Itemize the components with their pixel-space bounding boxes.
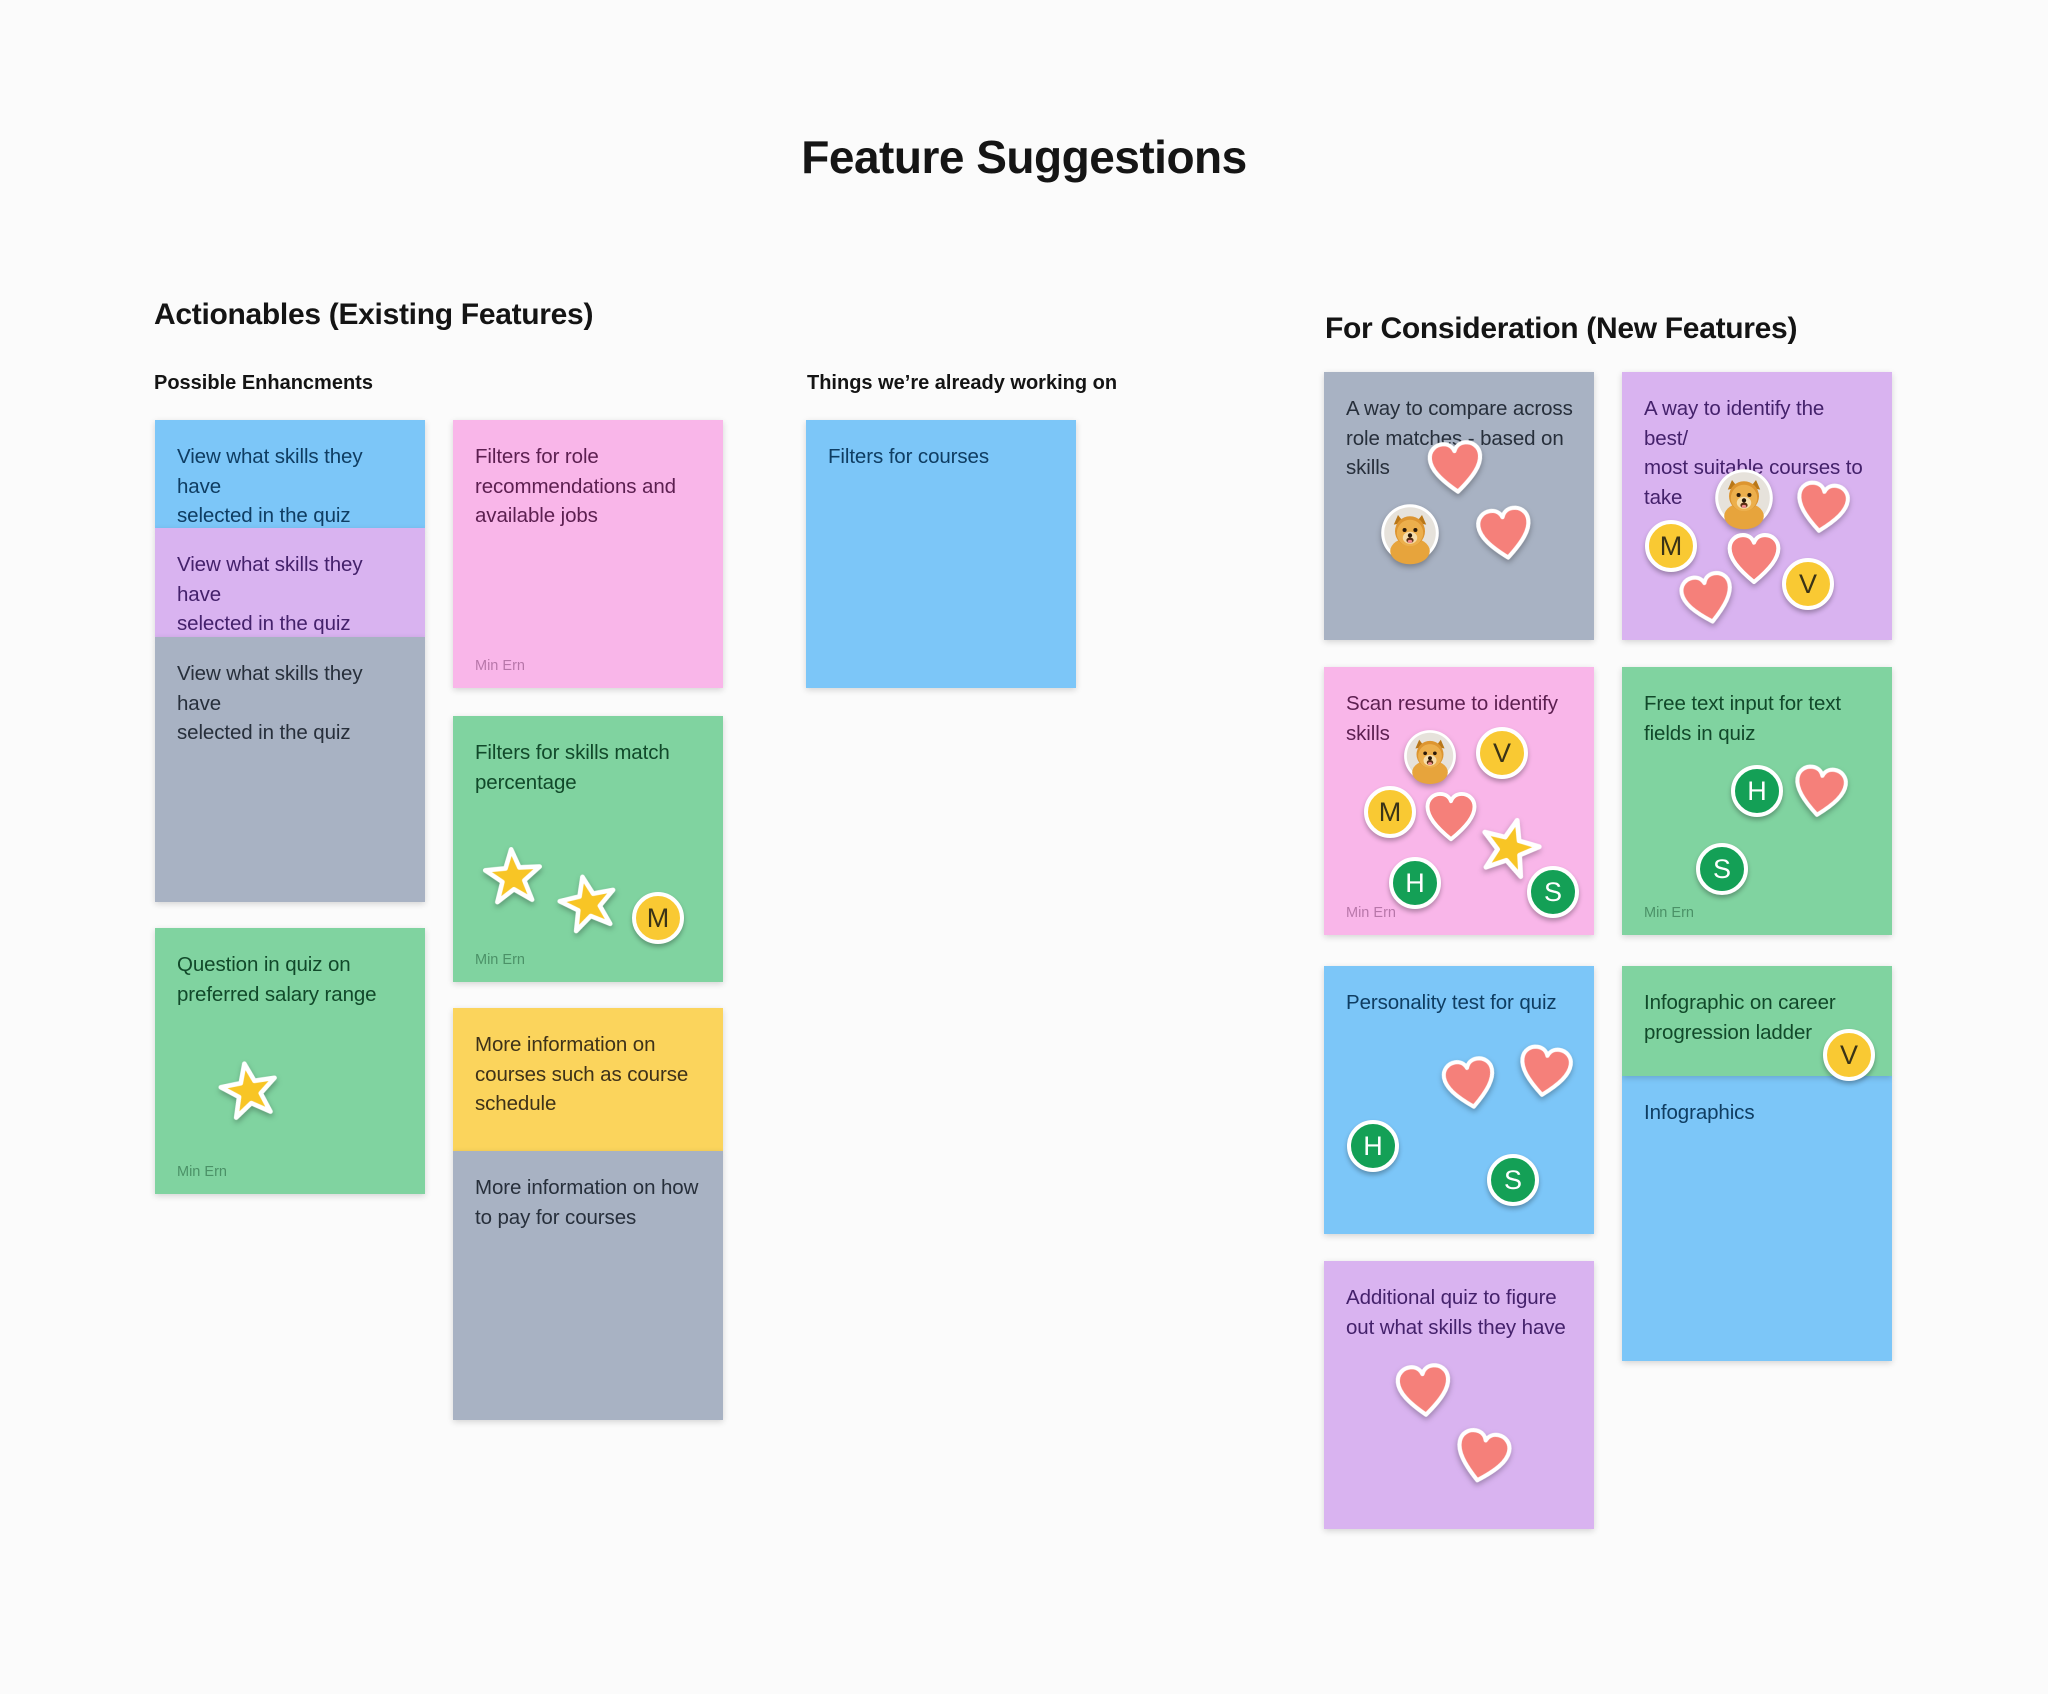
star-sticker[interactable] bbox=[554, 869, 623, 938]
note-text: View what skills they have selected in t… bbox=[177, 662, 363, 745]
initial-badge-letter: M bbox=[1645, 520, 1697, 572]
initial-badge-s[interactable]: S bbox=[1487, 1154, 1539, 1206]
heart-sticker[interactable] bbox=[1423, 790, 1479, 846]
initial-badge-s[interactable]: S bbox=[1527, 866, 1579, 918]
note-text: Scan resume to identify skills bbox=[1346, 692, 1558, 745]
note-text: More information on how to pay for cours… bbox=[475, 1176, 699, 1229]
author-label: Min Ern bbox=[1644, 905, 1694, 921]
author-label: Min Ern bbox=[475, 952, 525, 968]
note-text: Additional quiz to figure out what skill… bbox=[1346, 1286, 1566, 1339]
initial-badge-v[interactable]: V bbox=[1823, 1029, 1875, 1081]
dog-avatar-sticker[interactable] bbox=[1714, 468, 1774, 530]
heart-sticker[interactable] bbox=[1446, 1422, 1517, 1493]
star-sticker[interactable] bbox=[215, 1056, 282, 1123]
initial-badge-letter: S bbox=[1696, 843, 1748, 895]
dog-avatar-sticker[interactable] bbox=[1380, 503, 1440, 565]
sticky-note[interactable]: Question in quiz on preferred salary ran… bbox=[155, 928, 425, 1194]
sticky-note[interactable]: View what skills they have selected in t… bbox=[155, 420, 425, 528]
initial-badge-m[interactable]: M bbox=[1364, 786, 1416, 838]
heart-sticker[interactable] bbox=[1674, 566, 1743, 635]
section-title-actionables: Actionables (Existing Features) bbox=[154, 298, 594, 331]
initial-badge-m[interactable]: M bbox=[1645, 520, 1697, 572]
note-text: Infographic on career progression ladder bbox=[1644, 991, 1836, 1044]
note-text: Question in quiz on preferred salary ran… bbox=[177, 953, 377, 1006]
sticky-note[interactable]: Filters for courses bbox=[806, 420, 1076, 688]
initial-badge-m[interactable]: M bbox=[632, 892, 684, 944]
note-text: Infographics bbox=[1644, 1101, 1755, 1124]
initial-badge-h[interactable]: H bbox=[1347, 1120, 1399, 1172]
heart-sticker[interactable] bbox=[1391, 1359, 1456, 1424]
note-text: A way to compare across role matches - b… bbox=[1346, 397, 1573, 480]
author-label: Min Ern bbox=[475, 658, 525, 674]
note-text: View what skills they have selected in t… bbox=[177, 445, 363, 528]
sticky-note[interactable]: View what skills they have selected in t… bbox=[155, 528, 425, 637]
author-label: Min Ern bbox=[1346, 905, 1396, 921]
initial-badge-letter: H bbox=[1347, 1120, 1399, 1172]
initial-badge-letter: V bbox=[1782, 558, 1834, 610]
sticky-note[interactable]: Infographics bbox=[1622, 1076, 1892, 1361]
initial-badge-h[interactable]: H bbox=[1389, 857, 1441, 909]
note-text: Filters for skills match percentage bbox=[475, 741, 670, 794]
initial-badge-letter: V bbox=[1476, 727, 1528, 779]
heart-sticker[interactable] bbox=[1789, 476, 1855, 542]
sticky-note[interactable]: Additional quiz to figure out what skill… bbox=[1324, 1261, 1594, 1529]
star-sticker[interactable] bbox=[482, 845, 544, 907]
sticky-note[interactable]: More information on courses such as cour… bbox=[453, 1008, 723, 1151]
sticky-note[interactable]: Filters for role recommendations and ava… bbox=[453, 420, 723, 688]
note-text: Personality test for quiz bbox=[1346, 991, 1557, 1014]
author-label: Min Ern bbox=[177, 1164, 227, 1180]
note-text: View what skills they have selected in t… bbox=[177, 553, 363, 636]
note-text: Filters for role recommendations and ava… bbox=[475, 445, 676, 528]
board-title: Feature Suggestions bbox=[801, 131, 1247, 183]
heart-sticker[interactable] bbox=[1512, 1040, 1578, 1106]
note-text: Free text input for text fields in quiz bbox=[1644, 692, 1841, 745]
sticky-note[interactable]: More information on how to pay for cours… bbox=[453, 1151, 723, 1420]
initial-badge-letter: H bbox=[1731, 765, 1783, 817]
heart-sticker[interactable] bbox=[1423, 436, 1488, 501]
sticky-note[interactable]: Infographic on career progression ladder… bbox=[1622, 966, 1892, 1081]
sticky-note[interactable]: View what skills they have selected in t… bbox=[155, 637, 425, 902]
sticky-note[interactable]: A way to identify the best/ most suitabl… bbox=[1622, 372, 1892, 640]
initial-badge-h[interactable]: H bbox=[1731, 765, 1783, 817]
initial-badge-letter: M bbox=[632, 892, 684, 944]
sticky-note[interactable]: A way to compare across role matches - b… bbox=[1324, 372, 1594, 640]
note-text: A way to identify the best/ most suitabl… bbox=[1644, 397, 1863, 510]
initial-badge-letter: S bbox=[1487, 1154, 1539, 1206]
heart-sticker[interactable] bbox=[1436, 1051, 1503, 1118]
initial-badge-letter: S bbox=[1527, 866, 1579, 918]
note-text: More information on courses such as cour… bbox=[475, 1033, 689, 1116]
initial-badge-v[interactable]: V bbox=[1782, 558, 1834, 610]
group-title-possible-enhancments: Possible Enhancments bbox=[154, 372, 373, 394]
group-title-already-working-on: Things we’re already working on bbox=[807, 372, 1118, 394]
star-sticker[interactable] bbox=[1473, 810, 1546, 883]
initial-badge-v[interactable]: V bbox=[1476, 727, 1528, 779]
heart-sticker[interactable] bbox=[1787, 760, 1853, 826]
initial-badge-letter: V bbox=[1823, 1029, 1875, 1081]
note-text: Filters for courses bbox=[828, 445, 989, 468]
heart-sticker[interactable] bbox=[1471, 501, 1539, 569]
initial-badge-letter: H bbox=[1389, 857, 1441, 909]
initial-badge-s[interactable]: S bbox=[1696, 843, 1748, 895]
initial-badge-letter: M bbox=[1364, 786, 1416, 838]
dog-avatar-sticker[interactable] bbox=[1403, 729, 1457, 785]
heart-sticker[interactable] bbox=[1725, 531, 1783, 589]
section-title-consideration: For Consideration (New Features) bbox=[1325, 312, 1798, 345]
